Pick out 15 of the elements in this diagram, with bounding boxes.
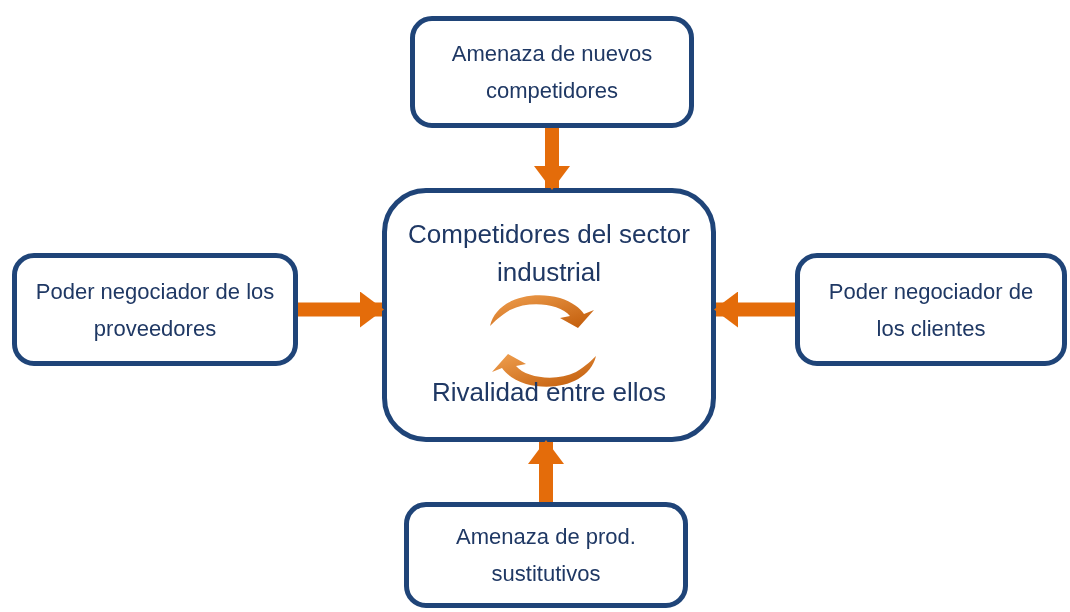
block-arrow: [714, 291, 795, 328]
block-arrow: [534, 128, 570, 190]
force-box: [404, 502, 688, 608]
force-box: [410, 16, 694, 128]
force-box: [382, 188, 716, 442]
box-text: Rivalidad entre ellos: [431, 376, 667, 409]
box-text: Amenaza de nuevos competidores: [450, 40, 654, 105]
force-box: [12, 253, 298, 366]
box-text: Amenaza de prod. sustitutivos: [455, 523, 637, 588]
box-text: Poder negociador de los proveedores: [35, 277, 275, 343]
block-arrow: [528, 440, 564, 502]
box-text: Poder negociador de los clientes: [827, 277, 1035, 343]
block-arrow: [298, 291, 384, 328]
box-text: Competidores del sector industrial: [407, 218, 691, 289]
force-box: [795, 253, 1067, 366]
